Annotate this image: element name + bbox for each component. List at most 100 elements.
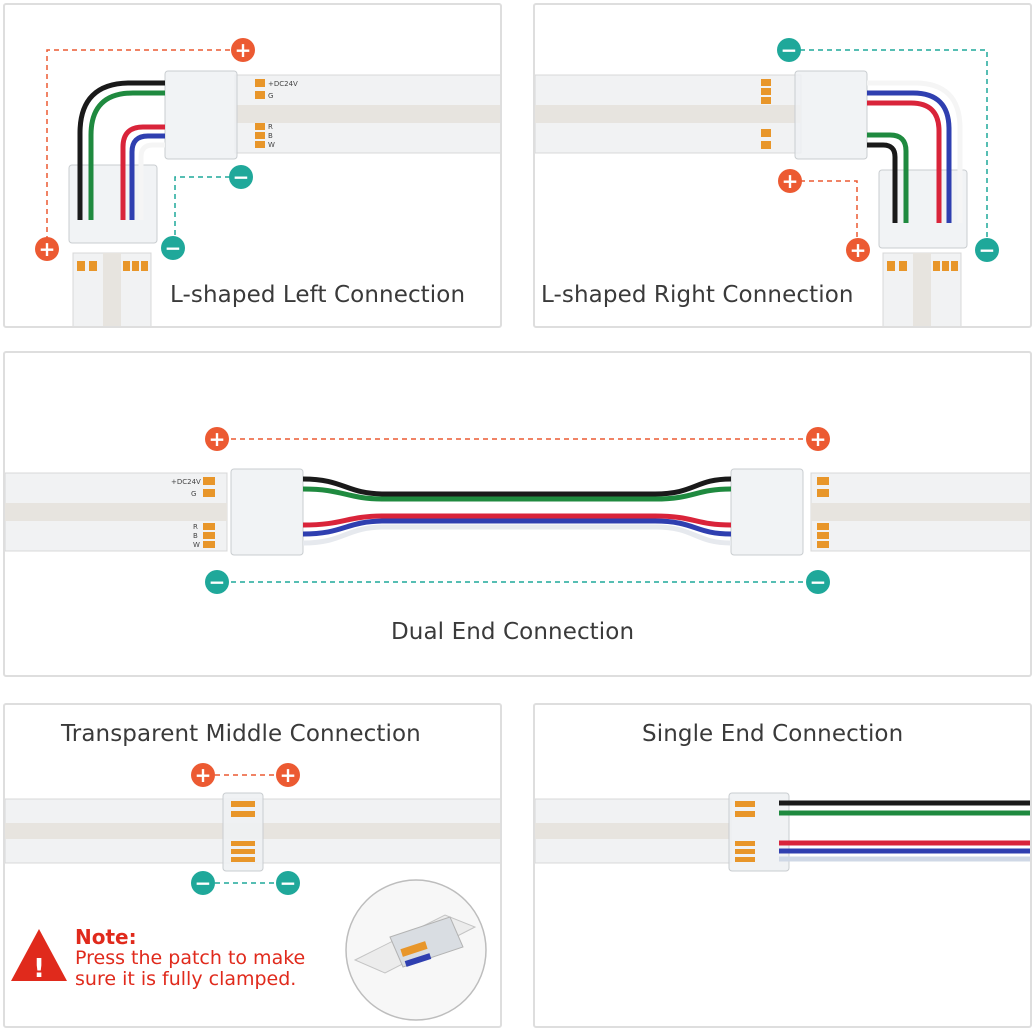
clamp-closeup-photo [345,879,487,1021]
middle-diagram: + + − − ! [5,763,500,1021]
pad-r [231,841,255,846]
plus-icon: + [231,38,255,62]
pad-g [817,489,829,497]
panel-title: Transparent Middle Connection [61,721,421,747]
label-vplus: +DC24V [171,478,201,486]
pad-g [735,811,755,817]
pad-b [761,88,771,95]
svg-text:+: + [235,38,252,62]
svg-text:+: + [209,427,226,451]
wire-green [867,132,909,223]
wire-green [302,486,732,502]
pad-r [761,97,771,104]
minus-icon: − [191,871,215,895]
strip-led-row [811,503,1030,521]
positive-guide-line [46,49,230,250]
svg-text:−: − [233,165,250,189]
pad-b [255,132,265,139]
plus-icon: + [205,427,229,451]
connector-clip-bottom [878,169,968,249]
wire-white [867,80,963,223]
pad-b [817,532,829,539]
pad-w-v [141,261,148,271]
negative-guide-line [174,176,230,250]
svg-text:−: − [165,236,182,260]
strip-led-row [535,823,731,839]
dual-end-diagram: +DC24V G R B W + + − − [5,427,1030,594]
wire-blue [867,90,952,223]
minus-icon: − [276,871,300,895]
wire-blue [129,133,165,220]
connector-clip-right [730,468,804,556]
label-vplus: +DC24V [268,80,298,88]
strip-led-row [235,105,500,123]
note-line-1: Press the patch to make [75,947,306,969]
wire-white [138,142,165,220]
plus-icon: + [846,238,870,262]
label-w: W [193,541,200,549]
strip-led-row [535,105,801,123]
pad-r [203,523,215,530]
pad-r [255,123,265,130]
pad-r-v [933,261,940,271]
note-heading: Note: [75,925,137,949]
panel-title: Dual End Connection [391,619,635,645]
pad-vplus-v [887,261,895,271]
svg-text:+: + [782,169,799,193]
minus-icon: − [161,236,185,260]
minus-icon: − [777,38,801,62]
plus-icon: + [35,237,59,261]
clamp-note: Note: Press the patch to make sure it is… [75,927,305,990]
svg-text:+: + [280,763,297,787]
wire-red [867,100,942,223]
strip-led-column [103,253,121,326]
minus-icon: − [975,238,999,262]
pad-b [231,849,255,854]
positive-guide-line [800,180,858,250]
l-right-diagram: − − + + [535,38,999,326]
panel-title: Single End Connection [642,721,904,747]
pad-b [203,532,215,539]
connector-clip-left [230,468,304,556]
wire-red [120,124,165,220]
svg-text:+: + [810,427,827,451]
strip-led-row [5,503,227,521]
pad-g [761,129,771,137]
svg-text:−: − [810,570,827,594]
connector-clip-left [794,70,868,160]
pad-vplus [231,801,255,807]
pad-g-v [899,261,907,271]
note-line-2: sure it is fully clamped. [75,968,297,990]
pad-r [817,523,829,530]
plus-icon: + [806,427,830,451]
plus-icon: + [191,763,215,787]
pad-r [735,841,755,846]
pad-vplus [761,141,771,149]
plus-icon: + [276,763,300,787]
label-g: G [191,490,196,498]
svg-text:−: − [195,871,212,895]
pad-w-v [951,261,958,271]
panel-title: L-shaped Left Connection [170,282,466,308]
single-end-diagram [535,792,1030,872]
pad-vplus [203,477,215,485]
svg-text:−: − [781,38,798,62]
label-b: B [193,532,198,540]
label-r: R [193,523,198,531]
svg-text:+: + [850,238,867,262]
wire-black [867,142,898,223]
pad-w [761,79,771,86]
minus-icon: − [806,570,830,594]
wire-black [77,80,165,220]
svg-text:−: − [280,871,297,895]
minus-icon: − [205,570,229,594]
panel-l-shaped-right: − − + + L-shaped Right Connection [533,3,1032,328]
wire-white [302,524,732,546]
panel-single-end: Single End Connection [533,703,1032,1028]
pad-b-v [942,261,949,271]
pad-vplus [255,79,265,87]
svg-text:−: − [979,238,996,262]
pad-g-v [89,261,97,271]
wire-blue [302,518,732,537]
wire-red [302,513,732,528]
